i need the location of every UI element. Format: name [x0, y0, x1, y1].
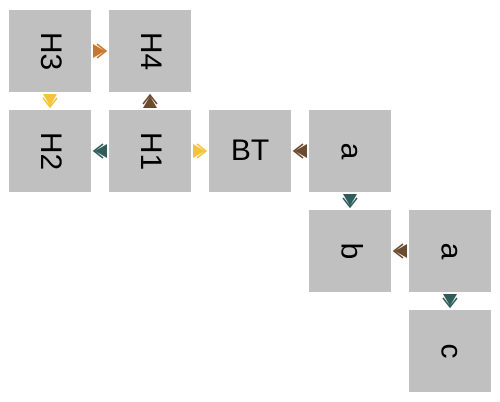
- edge-h1-h2-tail-marker: [95, 144, 107, 158]
- node-c: c: [409, 310, 491, 392]
- node-h1: H1: [109, 110, 191, 192]
- edge-h1-bt-tail-marker: [193, 144, 205, 158]
- edge-h3-h2-head-marker: [42, 97, 58, 109]
- edge-a1-b: [342, 194, 358, 209]
- node-a2: a: [409, 210, 491, 292]
- edge-a1-bt: [292, 143, 307, 159]
- node-h4: H4: [109, 10, 191, 92]
- edge-h1-h4: [142, 93, 158, 108]
- edge-a2-c-head-marker: [442, 297, 458, 309]
- edge-h3-h2: [42, 94, 58, 109]
- edge-h1-h4-tail-marker: [143, 96, 157, 108]
- edge-h1-h4-head-marker: [142, 93, 158, 105]
- edge-h1-h2: [92, 143, 107, 159]
- node-a1: a: [309, 110, 391, 192]
- node-h2: H2: [9, 110, 91, 192]
- edge-h1-h2-head-marker: [92, 143, 104, 159]
- edge-a2-c: [442, 294, 458, 309]
- edge-h1-bt: [193, 143, 208, 159]
- edge-a2-b-head-marker: [392, 243, 404, 259]
- edge-h1-bt-head-marker: [196, 143, 208, 159]
- edge-h3-h4: [93, 43, 108, 59]
- edge-a2-b: [392, 243, 407, 259]
- edge-a1-bt-tail-marker: [295, 144, 307, 158]
- edge-a2-b-tail-marker: [395, 244, 407, 258]
- node-h3: H3: [9, 10, 91, 92]
- edge-a1-b-tail-marker: [343, 194, 357, 206]
- node-bt: BT: [209, 110, 291, 192]
- edge-h3-h2-tail-marker: [43, 94, 57, 106]
- edge-a1-bt-head-marker: [292, 143, 304, 159]
- edge-h3-h4-tail-marker: [93, 44, 105, 58]
- node-bt-label: BT: [230, 134, 270, 167]
- edge-a1-b-head-marker: [342, 197, 358, 209]
- node-b: b: [309, 210, 391, 292]
- edge-h3-h4-head-marker: [96, 43, 108, 59]
- edge-a2-c-tail-marker: [443, 294, 457, 306]
